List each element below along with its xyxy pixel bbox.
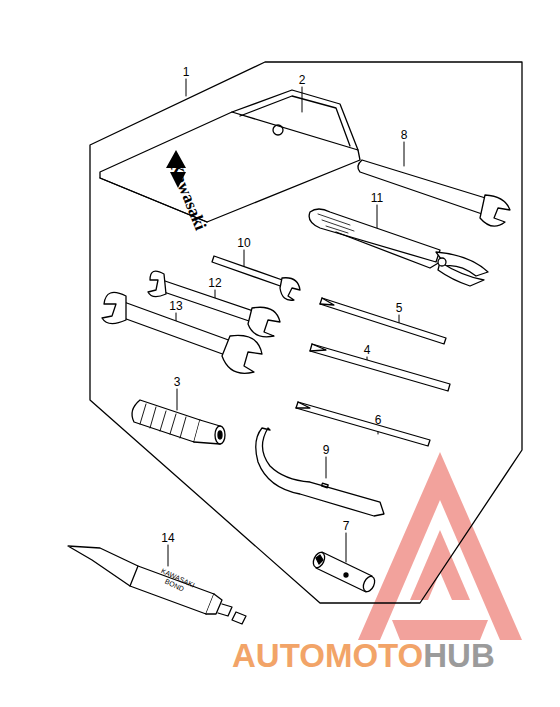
callout-number: 13 [169, 300, 182, 312]
box-spanner [311, 551, 377, 594]
callout-number: 1 [183, 66, 190, 78]
screwdriver-bit [320, 298, 446, 344]
callout-number: 7 [343, 520, 350, 532]
group-outline [90, 62, 522, 603]
hook-spanner [256, 428, 384, 516]
callout-number: 12 [208, 277, 221, 289]
watermark: AUTOMOTO [232, 639, 423, 672]
callout-number: 11 [371, 192, 383, 204]
callout-number: 2 [299, 74, 306, 86]
callout-number: 8 [401, 129, 408, 141]
callout-number: 4 [364, 344, 371, 356]
watermark: HUB [423, 639, 495, 672]
callout-number: 5 [396, 302, 403, 314]
wrench [102, 292, 262, 373]
sealant-tube [68, 546, 246, 624]
callout-number: 9 [323, 444, 330, 456]
callout-number: 14 [161, 532, 174, 544]
callout-number: 6 [375, 414, 382, 426]
wrench [358, 160, 510, 226]
pliers [309, 209, 488, 286]
watermark-logo [358, 452, 522, 640]
callout-number: 3 [174, 376, 181, 388]
screwdriver-bit [310, 344, 450, 391]
screwdriver-bit [296, 402, 430, 446]
tool-pouch [100, 90, 360, 222]
screwdriver-handle [132, 400, 225, 444]
callout-number: 10 [237, 237, 250, 249]
wrench [212, 256, 300, 300]
